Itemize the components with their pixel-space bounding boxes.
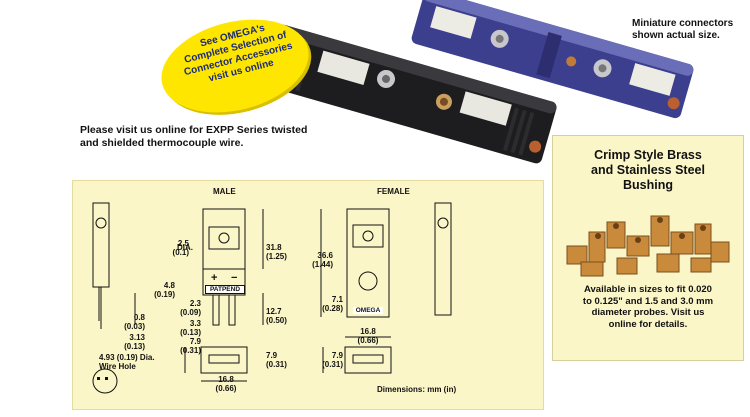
female-label: FEMALE bbox=[377, 187, 410, 196]
dim-value: 16.8 bbox=[360, 327, 376, 336]
desc-line: to 0.125" and 1.5 and 3.0 mm bbox=[582, 295, 714, 307]
caption-line: Miniature connectors bbox=[632, 18, 734, 29]
dim-value: 7.9 bbox=[189, 337, 201, 346]
minus-sign: − bbox=[231, 272, 238, 284]
dim-value: (0.13) bbox=[180, 328, 201, 337]
caption-line: shown actual size. bbox=[632, 30, 720, 41]
blue-connector bbox=[411, 0, 694, 119]
dim-value: (0.66) bbox=[215, 384, 237, 393]
dim-value: (0.19) bbox=[154, 290, 175, 299]
dim-value: (0.28) bbox=[322, 304, 343, 313]
connectors-photo bbox=[262, 0, 694, 164]
desc-line: online for details. bbox=[608, 318, 688, 330]
dim-31.8: 31.8 (1.25) bbox=[266, 243, 287, 261]
dim-7.1: 7.1 (0.28) bbox=[313, 295, 343, 313]
dim-7.9-female: 7.9 (0.31) bbox=[317, 351, 343, 369]
dim-12.7: 12.7 (0.50) bbox=[266, 307, 287, 325]
dim-value: 4.8 bbox=[163, 281, 175, 290]
dim-value: 0.8 bbox=[133, 313, 145, 322]
desc-line: Available in sizes to fit 0.020 bbox=[584, 284, 712, 295]
title-line: Crimp Style Brass bbox=[594, 148, 702, 162]
plus-sign: + bbox=[211, 272, 218, 284]
desc-line: diameter probes. Visit us bbox=[591, 307, 705, 318]
dim-3.13: 3.13 (0.13) bbox=[113, 333, 145, 351]
dim-dia-label: DIA. bbox=[177, 243, 193, 252]
bushing-panel[interactable]: Crimp Style Brass and Stainless Steel Bu… bbox=[552, 135, 744, 361]
bushing-description: Available in sizes to fit 0.020 to 0.125… bbox=[553, 284, 743, 330]
dim-value: 3.13 bbox=[129, 333, 145, 342]
units-note: Dimensions: mm (in) bbox=[377, 385, 457, 394]
dim-value: (0.31) bbox=[180, 346, 201, 355]
dim-value: (0.66) bbox=[357, 336, 379, 345]
dim-4.8: 4.8 (0.19) bbox=[139, 281, 175, 299]
dim-value: 31.8 bbox=[266, 243, 282, 252]
omega-logo: OMEGA bbox=[353, 307, 383, 314]
wire-hole-dim: 4.93 (0.19) Dia. bbox=[99, 353, 155, 362]
title-line: Bushing bbox=[623, 178, 673, 192]
dim-value: (0.13) bbox=[124, 342, 145, 351]
title-line: and Stainless Steel bbox=[591, 163, 705, 177]
dim-3.3: 3.3 (0.13) bbox=[171, 319, 201, 337]
dim-value: 7.9 bbox=[331, 351, 343, 360]
patpend-label: PATPEND bbox=[205, 285, 245, 294]
dim-value: 7.1 bbox=[331, 295, 343, 304]
dim-value: 3.3 bbox=[189, 319, 201, 328]
dim-value: 7.9 bbox=[266, 351, 278, 360]
visit-online-note: Please visit us online for EXPP Series t… bbox=[80, 124, 330, 150]
miniature-caption: Miniature connectors shown actual size. bbox=[632, 18, 747, 42]
bushings-photo bbox=[566, 215, 730, 277]
dim-value: (0.31) bbox=[266, 360, 287, 369]
dim-value: 2.5 bbox=[177, 239, 189, 248]
wire-hole-text: Wire Hole bbox=[99, 362, 136, 371]
note-line: Please visit us online for EXPP Series t… bbox=[80, 124, 308, 136]
dim-value: 16.8 bbox=[218, 375, 234, 384]
dim-value: (0.03) bbox=[124, 322, 145, 331]
dim-value: (0.09) bbox=[180, 308, 201, 317]
dim-7.9-male: 7.9 (0.31) bbox=[171, 337, 201, 355]
dim-7.9-bottom: 7.9 (0.31) bbox=[266, 351, 287, 369]
dim-2.5: 2.5 (0.1) bbox=[149, 239, 189, 257]
dim-value: (0.31) bbox=[322, 360, 343, 369]
bushing-title: Crimp Style Brass and Stainless Steel Bu… bbox=[553, 148, 743, 193]
dim-value: 12.7 bbox=[266, 307, 282, 316]
dim-2.3: 2.3 (0.09) bbox=[171, 299, 201, 317]
dim-value: (1.25) bbox=[266, 252, 287, 261]
dim-value: (0.50) bbox=[266, 316, 287, 325]
wire-hole-label: 4.93 (0.19) Dia. Wire Hole bbox=[99, 353, 155, 371]
dim-value: 2.3 bbox=[189, 299, 201, 308]
dim-16.8-female: 16.8 (0.66) bbox=[355, 327, 381, 345]
note-line: and shielded thermocouple wire. bbox=[80, 137, 244, 149]
dim-16.8-male: 16.8 (0.66) bbox=[213, 375, 239, 393]
dim-value: (0.1) bbox=[172, 248, 189, 257]
dim-0.8: 0.8 (0.03) bbox=[113, 313, 145, 331]
drawing-lines bbox=[92, 202, 452, 394]
dim-36.6: 36.6 (1.44) bbox=[301, 251, 333, 269]
male-label: MALE bbox=[213, 187, 236, 196]
dim-value: 36.6 bbox=[317, 251, 333, 260]
dim-value: (1.44) bbox=[312, 260, 333, 269]
dimension-drawing: MALE FEMALE 2.5 (0.1) DIA. 31.8 (1.25) 4… bbox=[72, 180, 544, 410]
